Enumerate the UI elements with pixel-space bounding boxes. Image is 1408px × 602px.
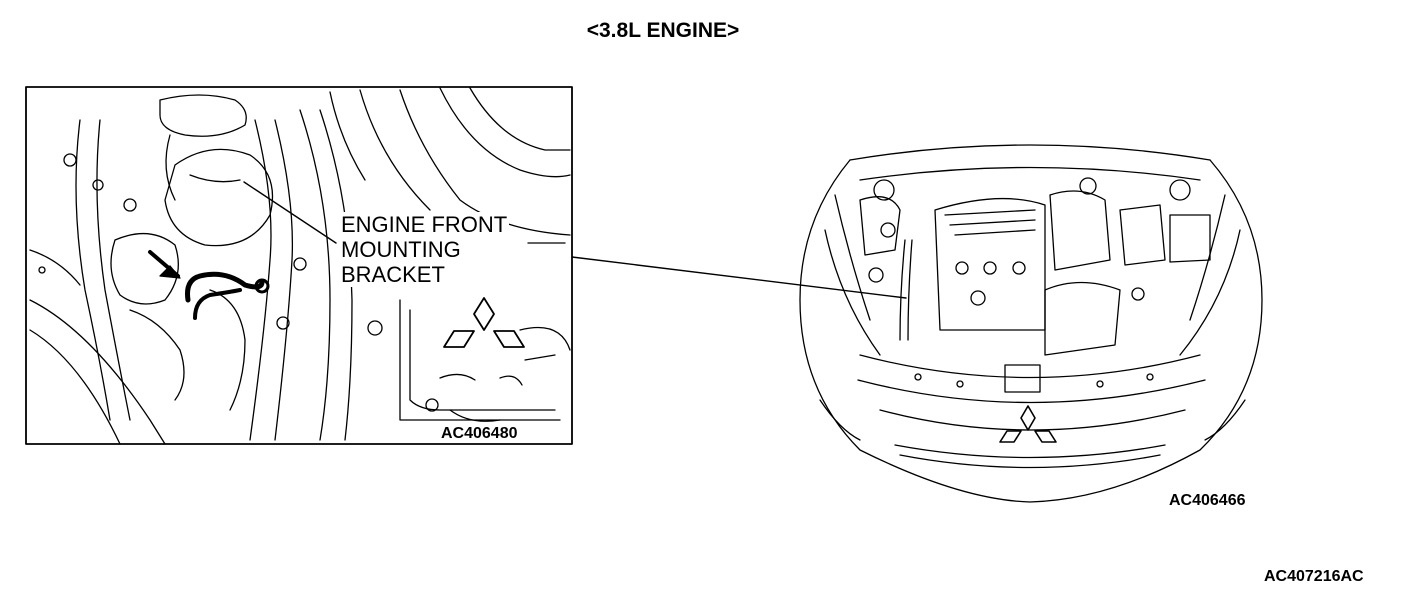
callout-line-2: MOUNTING (341, 237, 461, 262)
detail-figure-code: AC406480 (441, 425, 518, 442)
callout-label: ENGINE FRONT MOUNTING BRACKET (339, 212, 510, 287)
callout-line-1: ENGINE FRONT (341, 212, 508, 237)
diagram-title: <3.8L ENGINE> (586, 19, 740, 42)
figure-code: AC407216AC (1264, 568, 1364, 585)
detail-inset (25, 86, 573, 445)
vehicle-overview (799, 144, 1263, 503)
overview-figure-code: AC406466 (1169, 492, 1246, 509)
leader-line (571, 256, 907, 299)
callout-line-3: BRACKET (341, 262, 445, 287)
